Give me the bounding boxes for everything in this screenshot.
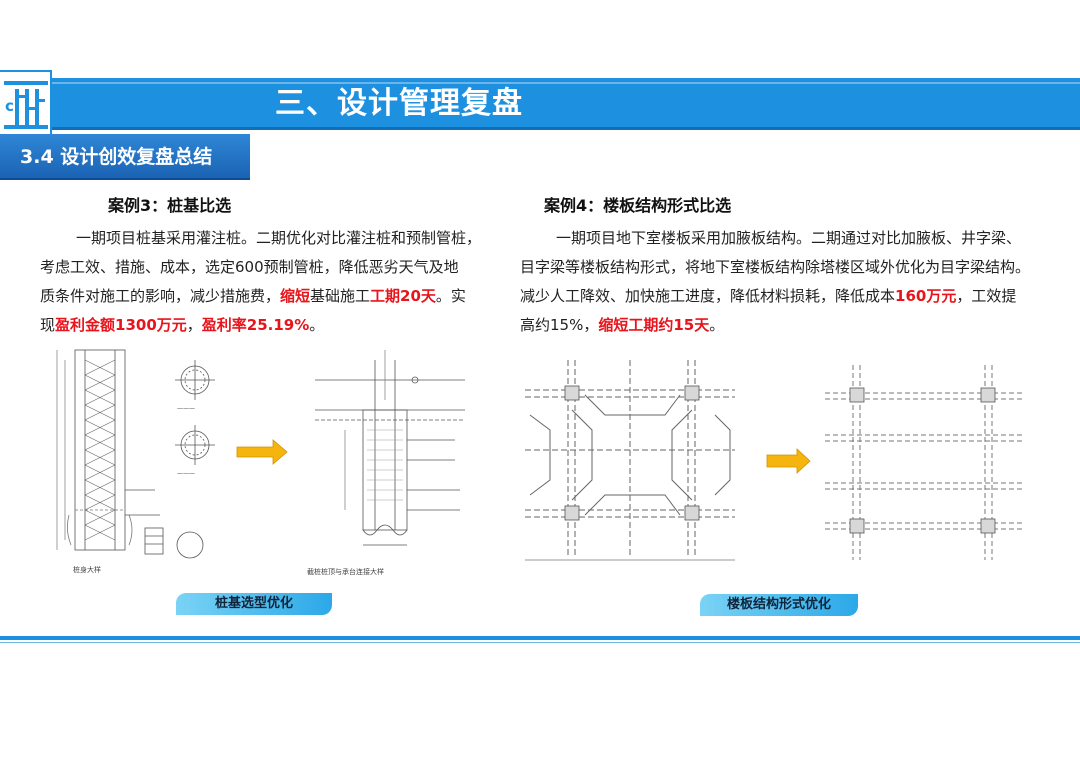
footer-rule [0,636,1080,640]
case4-text: ，工效提 [956,287,1017,305]
pile-drawing: ——— ——— 桩身大样 截桩桩顶与承台连接大样 [56,349,465,576]
case4-line-3: 减少人工降效、加快施工进度，降低材料损耗，降低成本160万元，工效提 [520,282,1060,311]
case3-highlight: 缩短 [280,287,311,305]
case3-body: 一期项目桩基采用灌注桩。二期优化对比灌注桩和预制管桩， 考虑工效、措施、成本，选… [40,224,510,340]
header-band [0,78,1080,130]
case3-text: 质条件对施工的影响，减少措施费， [40,287,281,305]
case3-highlight: 盈利率25.19% [201,316,310,334]
svg-text:c: c [5,97,14,115]
case4-text: 。 [709,316,725,334]
case4-text: 高约15%， [520,316,599,334]
cscec-logo: c [0,70,52,136]
case4-text: 减少人工降效、加快施工进度，降低材料损耗，降低成本 [520,287,896,305]
case4-highlight: 160万元 [895,287,957,305]
case4-body: 一期项目地下室楼板采用加腋板结构。二期通过对比加腋板、井字梁、 目字梁等楼板结构… [520,224,1060,340]
arrow-right-icon [766,448,811,474]
case3-caption: 桩基选型优化 [176,593,332,615]
pile-detail-label: 桩身大样 [73,565,101,574]
case3-highlight: 工期20天 [370,287,436,305]
pile-cap-detail-label: 截桩桩顶与承台连接大样 [307,567,384,576]
case4-title: 案例4：楼板结构形式比选 [544,196,732,215]
case3-line-4: 现盈利金额1300万元，盈利率25.19%。 [40,311,510,340]
case3-line-3: 质条件对施工的影响，减少措施费，缩短基础施工工期20天。实 [40,282,510,311]
case4-caption: 楼板结构形式优化 [700,594,858,616]
case3-title: 案例3：桩基比选 [108,196,232,215]
case3-text: 现 [40,316,56,334]
case3-highlight: 盈利金额1300万元 [55,316,187,334]
case4-text: 目字梁等楼板结构形式，将地下室楼板结构除塔楼区域外优化为目字梁结构。 [520,258,1031,276]
footer-rule-thin [0,642,1080,643]
section-tab: 3.4 设计创效复盘总结 [0,134,250,180]
case3-text: 基础施工 [310,287,371,305]
case3-text: 考虑工效、措施、成本，选定600预制管桩，降低恶劣天气及地 [40,258,459,276]
case4-line-4: 高约15%，缩短工期约15天。 [520,311,1060,340]
case3-line-1: 一期项目桩基采用灌注桩。二期优化对比灌注桩和预制管桩， [40,224,510,253]
case4-highlight: 缩短工期约15天 [598,316,710,334]
case4-text: 一期项目地下室楼板采用加腋板结构。二期通过对比加腋板、井字梁、 [556,229,1022,247]
slab-drawing [525,360,1025,561]
drawing-note: ——— [177,470,195,477]
case3-text: 。 [309,316,325,334]
slide-title: 三、设计管理复盘 [275,86,523,121]
case3-text: 一期项目桩基采用灌注桩。二期优化对比灌注桩和预制管桩， [76,229,482,247]
section-title: 3.4 设计创效复盘总结 [20,146,213,168]
case3-text: 。实 [435,287,466,305]
cscec-logo-icon: c [4,81,48,129]
case4-line-2: 目字梁等楼板结构形式，将地下室楼板结构除塔楼区域外优化为目字梁结构。 [520,253,1060,282]
drawing-note: ——— [177,405,195,412]
case4-line-1: 一期项目地下室楼板采用加腋板结构。二期通过对比加腋板、井字梁、 [520,224,1060,253]
case3-text: ， [186,316,202,334]
arrow-right-icon [236,439,288,465]
case3-line-2: 考虑工效、措施、成本，选定600预制管桩，降低恶劣天气及地 [40,253,510,282]
